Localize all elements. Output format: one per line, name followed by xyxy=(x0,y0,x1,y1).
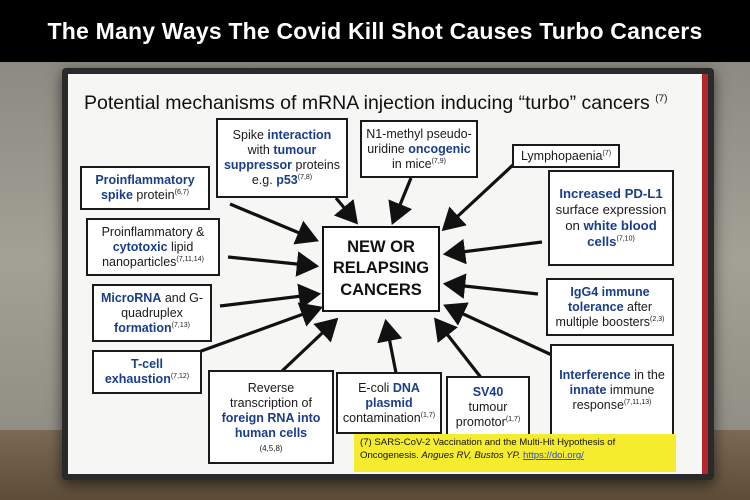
keyword: cytotoxic xyxy=(112,239,168,254)
box-ecoli-dna-plasmid: E-coli DNA plasmid contamination(1,7) xyxy=(336,372,442,434)
box-sv40: SV40 tumour promotor(1,7) xyxy=(446,376,530,438)
center-line-2: RELAPSING xyxy=(332,259,430,278)
arrow-lymphopaenia xyxy=(441,162,516,232)
text: Spike xyxy=(232,128,268,142)
center-line-3: CANCERS xyxy=(340,280,422,299)
text: Lymphopaenia xyxy=(520,148,603,163)
reference: (6,7) xyxy=(174,188,190,196)
box-lymphopaenia: Lymphopaenia(7) xyxy=(512,144,620,168)
text: contamination xyxy=(342,410,421,425)
citation-text: Oncogenesis. xyxy=(360,449,422,461)
box-lipid-nanoparticles: Proinflammatory & cytotoxic lipid nanopa… xyxy=(86,218,220,276)
keyword: tumour suppressor xyxy=(223,143,317,172)
text: Reverse transcription of xyxy=(230,380,312,410)
slide-edge xyxy=(702,74,708,474)
box-microrna: MicroRNA and G-quadruplex formation(7,13… xyxy=(92,284,212,342)
arrow-interference xyxy=(443,302,555,358)
presentation-slide: Potential mechanisms of mRNA injection i… xyxy=(68,74,708,474)
text: proteins e.g. xyxy=(251,158,341,187)
text: surface expression on xyxy=(555,202,667,233)
box-reverse-transcription: Reverse transcription of foreign RNA int… xyxy=(208,370,334,464)
box-proinflammatory-spike: Proinflammatory spike protein(6,7) xyxy=(80,166,210,210)
arrow-microrna xyxy=(219,283,322,310)
box-n1-methyl-pseudouridine: N1-methyl pseudo-uridine oncogenic in mi… xyxy=(360,120,478,178)
reference: (7,9) xyxy=(431,157,446,165)
keyword: interaction xyxy=(267,128,332,142)
text: tumour promotor xyxy=(455,399,508,429)
keyword: p53 xyxy=(276,173,298,187)
keyword: foreign RNA into human cells xyxy=(221,410,321,440)
center-line-1: NEW OR xyxy=(347,238,415,257)
keyword: white blood cells xyxy=(583,218,657,249)
reference: (7,12) xyxy=(170,372,190,380)
arrows-layer xyxy=(192,162,555,385)
arrow-pdl1 xyxy=(442,238,543,265)
text: protein xyxy=(132,188,175,202)
keyword: IgG4 immune tolerance xyxy=(567,284,650,314)
reference: (1,7) xyxy=(420,411,436,419)
center-box-new-or-relapsing-cancers: NEW OR RELAPSING CANCERS xyxy=(322,226,440,312)
arrow-lipid xyxy=(227,251,320,277)
keyword: oncogenic xyxy=(408,141,471,156)
reference: (2,3) xyxy=(650,315,665,323)
keyword: DNA plasmid xyxy=(365,380,420,410)
text: and G-quadruplex xyxy=(121,290,204,320)
arrow-n1-methyl xyxy=(388,177,413,225)
reference: (7) xyxy=(602,149,612,157)
arrow-ecoli xyxy=(377,318,403,374)
keyword: Increased PD-L1 xyxy=(559,186,663,202)
citation-box: (7) SARS-CoV-2 Vaccination and the Multi… xyxy=(354,434,676,472)
keyword: SV40 xyxy=(472,384,504,399)
arrow-reverse xyxy=(279,317,339,374)
text: in the xyxy=(630,367,665,382)
reference: (7,13) xyxy=(171,321,190,329)
slide-title-ref: (7) xyxy=(655,93,668,105)
keyword: T-cell exhaustion xyxy=(104,357,171,386)
slide-title-text: Potential mechanisms of mRNA injection i… xyxy=(84,92,650,114)
text: N1-methyl pseudo-uridine xyxy=(366,126,472,156)
arrow-proinflammatory-spike xyxy=(229,202,319,245)
text: with xyxy=(247,143,274,157)
arrow-igg4 xyxy=(442,273,539,299)
citation-link[interactable]: https://doi.org/ xyxy=(523,449,584,461)
text: in mice xyxy=(392,156,432,171)
keyword: Interference xyxy=(559,367,631,382)
arrow-spike-interaction xyxy=(333,196,359,225)
reference: (7,11,13) xyxy=(623,398,652,406)
box-spike-interaction: Spike interaction with tumour suppressor… xyxy=(216,118,348,198)
text: after multiple boosters xyxy=(555,299,653,329)
box-interference-innate: Interference in the innate immune respon… xyxy=(550,344,674,436)
box-igg4-tolerance: IgG4 immune tolerance after multiple boo… xyxy=(546,278,674,336)
text: E-coli xyxy=(358,380,393,395)
box-tcell-exhaustion: T-cell exhaustion(7,12) xyxy=(92,350,202,394)
text: lipid nanoparticles xyxy=(102,239,194,269)
text: immune response xyxy=(572,382,655,412)
keyword: innate xyxy=(569,382,607,397)
slide-title: Potential mechanisms of mRNA injection i… xyxy=(84,92,667,115)
citation-authors: Angues RV, Bustos YP. xyxy=(421,449,521,461)
arrow-tcell xyxy=(192,302,324,356)
reference: (7,8) xyxy=(297,173,313,181)
keyword: Proinflammatory spike xyxy=(95,173,195,202)
text: Proinflammatory & xyxy=(101,224,205,239)
reference: (4,5,8) xyxy=(259,443,283,453)
reference: (7,10) xyxy=(616,235,635,243)
keyword: MicroRNA xyxy=(100,290,162,305)
box-increased-pdl1: Increased PD-L1 surface expression on wh… xyxy=(548,170,674,266)
citation-line-2: Oncogenesis. Angues RV, Bustos YP. https… xyxy=(360,450,670,463)
arrow-sv40 xyxy=(434,317,488,385)
reference: (1,7) xyxy=(505,415,521,423)
reference: (7,11,14) xyxy=(176,255,204,263)
keyword: formation xyxy=(114,320,172,335)
banner-title: The Many Ways The Covid Kill Shot Causes… xyxy=(0,0,750,62)
citation-line-1: (7) SARS-CoV-2 Vaccination and the Multi… xyxy=(360,437,616,448)
